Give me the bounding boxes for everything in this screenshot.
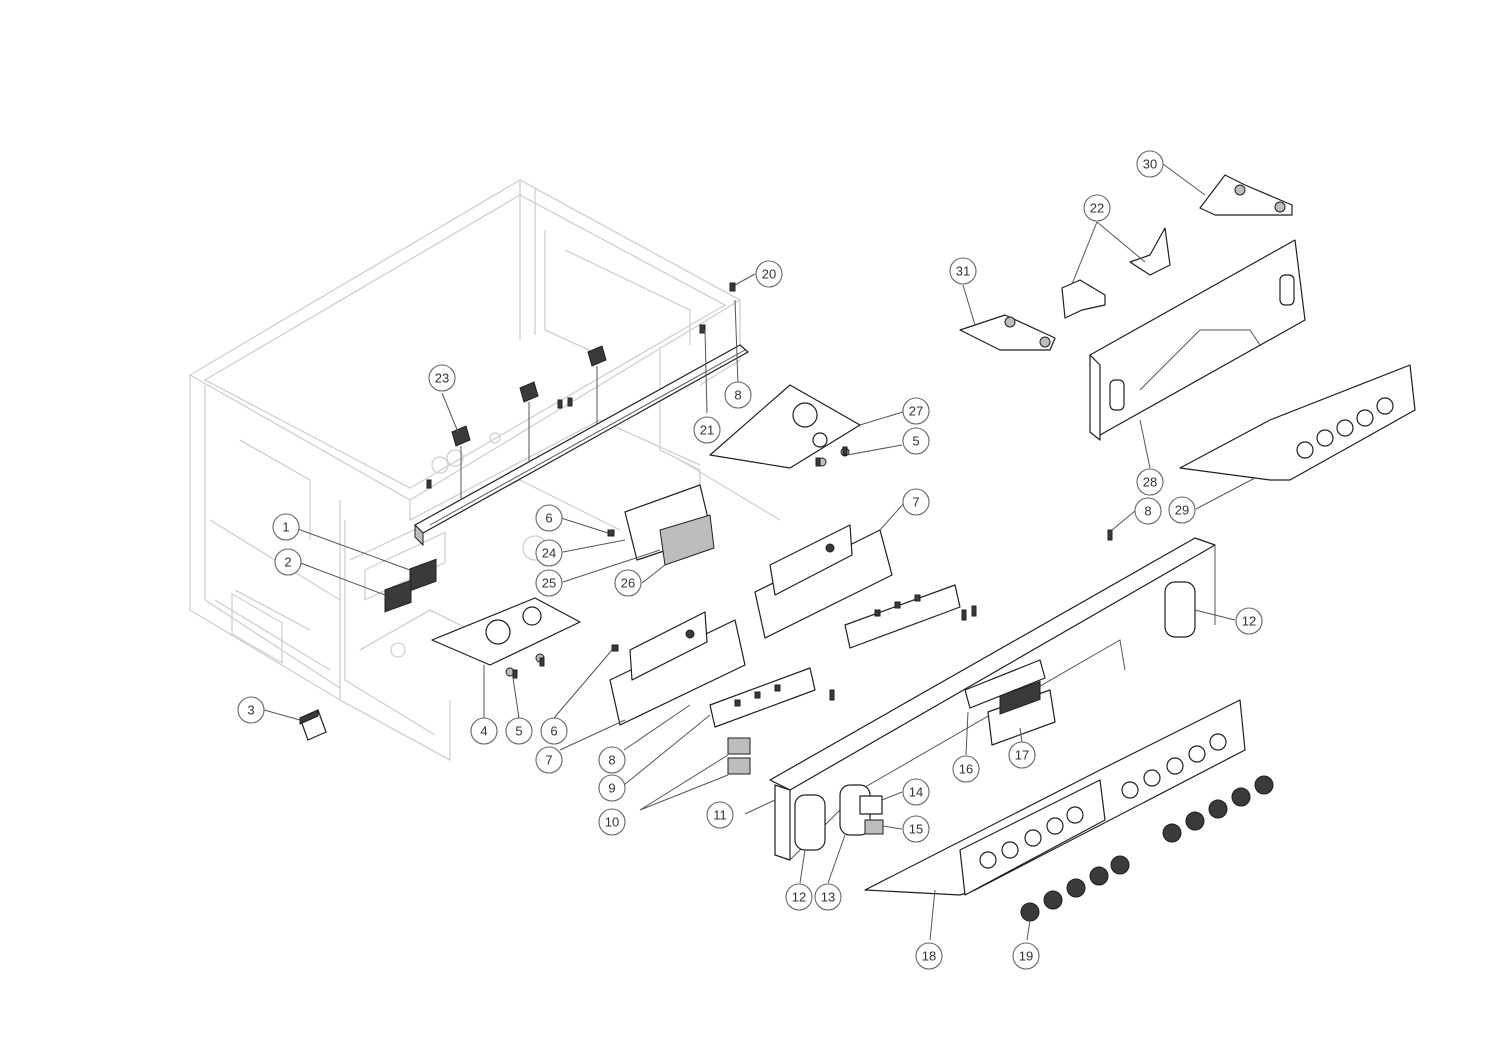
parts-14-15 <box>859 795 884 835</box>
callout-8a: 8 <box>724 381 752 409</box>
callout-23: 23 <box>428 364 456 392</box>
callout-20: 20 <box>755 260 783 288</box>
svg-text:3: 3 <box>247 703 254 718</box>
svg-text:16: 16 <box>959 762 973 777</box>
callout-13: 13 <box>814 883 842 911</box>
svg-text:4: 4 <box>480 724 487 739</box>
callout-10: 10 <box>598 808 626 836</box>
svg-text:1: 1 <box>282 520 289 535</box>
callout-5a: 5 <box>505 717 533 745</box>
svg-text:2: 2 <box>284 555 291 570</box>
callout-25: 25 <box>535 569 563 597</box>
svg-text:28: 28 <box>1143 475 1157 490</box>
callout-22: 22 <box>1083 194 1111 222</box>
callout-12a: 12 <box>1235 607 1263 635</box>
callout-26: 26 <box>614 569 642 597</box>
svg-text:24: 24 <box>542 546 556 561</box>
callout-8c: 8 <box>598 746 626 774</box>
panel-7-upper <box>754 524 893 639</box>
svg-text:9: 9 <box>608 781 615 796</box>
callout-14: 14 <box>902 778 930 806</box>
callout-12b: 12 <box>785 883 813 911</box>
svg-text:25: 25 <box>542 576 556 591</box>
svg-text:6: 6 <box>550 724 557 739</box>
panel-7-lower <box>609 611 746 726</box>
callout-18: 18 <box>915 942 943 970</box>
part-24-bracket <box>624 484 715 566</box>
svg-text:21: 21 <box>700 423 714 438</box>
callout-8b: 8 <box>1134 497 1162 525</box>
callout-30: 30 <box>1136 150 1164 178</box>
knob-tray-lower <box>864 699 1246 896</box>
svg-text:20: 20 <box>762 267 776 282</box>
callout-29: 29 <box>1168 496 1196 524</box>
part-4-plate <box>431 597 581 677</box>
svg-text:6: 6 <box>545 511 552 526</box>
brackets-22 <box>1061 227 1171 319</box>
svg-text:12: 12 <box>1242 614 1256 629</box>
svg-text:5: 5 <box>515 724 522 739</box>
part-3-block <box>299 709 327 741</box>
svg-text:18: 18 <box>922 949 936 964</box>
callout-3: 3 <box>237 696 265 724</box>
callout-9: 9 <box>598 774 626 802</box>
display-16-17 <box>964 659 1056 746</box>
svg-text:23: 23 <box>435 371 449 386</box>
svg-text:12: 12 <box>792 890 806 905</box>
callout-19: 19 <box>1012 942 1040 970</box>
callout-4: 4 <box>470 717 498 745</box>
svg-text:27: 27 <box>909 404 923 419</box>
callout-1: 1 <box>272 513 300 541</box>
svg-text:30: 30 <box>1143 157 1157 172</box>
callout-21: 21 <box>693 416 721 444</box>
svg-text:11: 11 <box>713 808 727 823</box>
callouts: 1 2 3 4 5 5 6 6 7 7 8 8 8 9 10 11 12 12 … <box>237 150 1263 970</box>
bracket-31 <box>959 314 1056 351</box>
callout-28: 28 <box>1136 468 1164 496</box>
svg-text:5: 5 <box>912 434 919 449</box>
svg-text:15: 15 <box>909 822 923 837</box>
callout-17: 17 <box>1008 741 1036 769</box>
valves-10 <box>727 737 751 775</box>
callout-2: 2 <box>274 548 302 576</box>
svg-text:8: 8 <box>608 753 615 768</box>
callout-7b: 7 <box>535 746 563 774</box>
callout-15: 15 <box>902 815 930 843</box>
svg-text:8: 8 <box>734 388 741 403</box>
svg-text:22: 22 <box>1090 201 1104 216</box>
callout-16: 16 <box>952 755 980 783</box>
bar-screws <box>426 282 736 489</box>
svg-text:26: 26 <box>621 576 635 591</box>
callout-24: 24 <box>535 539 563 567</box>
callout-7a: 7 <box>902 488 930 516</box>
switch-assembly <box>384 558 437 613</box>
pcb-boards <box>709 584 961 728</box>
svg-text:7: 7 <box>912 495 919 510</box>
callout-27: 27 <box>902 397 930 425</box>
clips-23 <box>451 345 607 500</box>
svg-text:19: 19 <box>1019 949 1033 964</box>
top-rail-bar <box>414 344 749 547</box>
callout-31: 31 <box>949 257 977 285</box>
svg-text:31: 31 <box>956 264 970 279</box>
callout-5b: 5 <box>902 427 930 455</box>
svg-text:17: 17 <box>1015 748 1029 763</box>
rear-panel-28 <box>1089 239 1306 441</box>
knobs-19 <box>1020 775 1274 922</box>
svg-text:7: 7 <box>545 753 552 768</box>
callout-6b: 6 <box>540 717 568 745</box>
bracket-30 <box>1199 174 1293 216</box>
svg-text:29: 29 <box>1175 503 1189 518</box>
callout-11: 11 <box>706 801 734 829</box>
callout-6a: 6 <box>535 504 563 532</box>
knob-tray-upper <box>1179 364 1416 481</box>
svg-text:14: 14 <box>909 785 923 800</box>
svg-text:8: 8 <box>1144 504 1151 519</box>
svg-text:13: 13 <box>821 890 835 905</box>
leader-lines <box>263 163 1256 941</box>
svg-text:10: 10 <box>605 815 619 830</box>
